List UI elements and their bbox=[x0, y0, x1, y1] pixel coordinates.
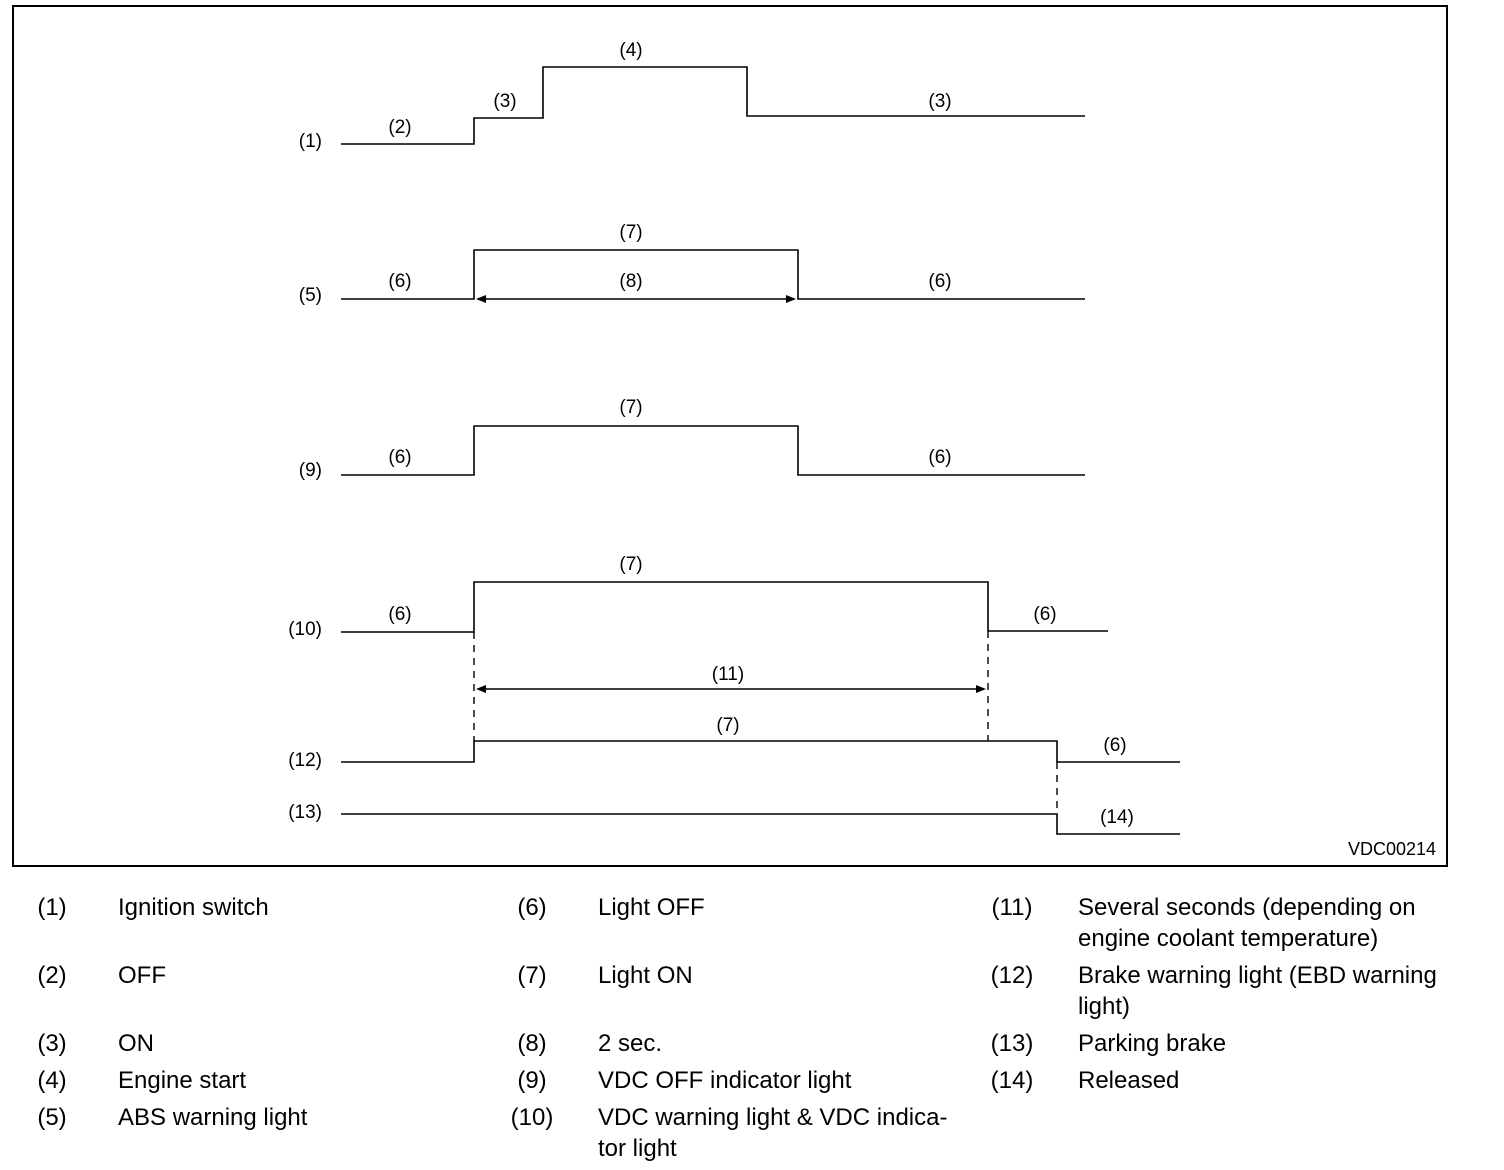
legend-number: (3) bbox=[37, 1030, 67, 1057]
label-abs-off-a: (6) bbox=[388, 271, 411, 292]
label-vdc-warning-off-a: (6) bbox=[388, 604, 411, 625]
row-label-abs: (5) bbox=[299, 285, 322, 306]
parking-brake-signal-line bbox=[341, 813, 1180, 835]
label-ignition-off: (2) bbox=[388, 117, 411, 138]
legend-text: 2 sec. bbox=[598, 1030, 663, 1057]
legend-number: (14) bbox=[990, 1067, 1034, 1094]
label-abs-on: (7) bbox=[619, 222, 642, 243]
label-ignition-on-b: (3) bbox=[928, 91, 951, 112]
label-vdc-warning-on: (7) bbox=[619, 554, 642, 575]
label-vdc-off-off-a: (6) bbox=[388, 447, 411, 468]
diagram-frame bbox=[12, 5, 1448, 867]
legend-number: (1) bbox=[37, 894, 67, 921]
abs-arrowhead-right bbox=[786, 295, 796, 303]
legend-text: Released bbox=[1078, 1067, 1180, 1094]
label-vdc-off-on: (7) bbox=[619, 397, 642, 418]
abs-arrowhead-left bbox=[476, 295, 486, 303]
legend-text: OFF bbox=[118, 962, 166, 989]
label-abs-off-b: (6) bbox=[928, 271, 951, 292]
legend-number: (13) bbox=[990, 1030, 1034, 1057]
label-parking-released: (14) bbox=[1100, 807, 1134, 828]
label-vdc-off-off-b: (6) bbox=[928, 447, 951, 468]
legend-text: Engine start bbox=[118, 1067, 247, 1094]
abs-signal-line bbox=[341, 249, 1085, 300]
label-ignition-start: (4) bbox=[619, 40, 642, 61]
legend-number: (11) bbox=[991, 894, 1033, 921]
legend-text: ABS warning light bbox=[118, 1104, 308, 1131]
legend-number: (2) bbox=[37, 962, 67, 989]
legend-text: Light ON bbox=[598, 962, 693, 989]
timing-diagram: (1) (2) (3) (4) (3) (5) (6) (7) (8) (6) … bbox=[12, 5, 1448, 867]
vdc-warning-arrowhead-right bbox=[976, 685, 986, 693]
ignition-signal-line bbox=[341, 66, 1085, 145]
legend-number: (12) bbox=[990, 962, 1034, 989]
figure-code: VDC00214 bbox=[1348, 839, 1436, 859]
legend-number: (4) bbox=[37, 1067, 67, 1094]
legend-text: VDC warning light & VDC indica- tor ligh… bbox=[598, 1104, 948, 1162]
row-label-parking-brake: (13) bbox=[288, 802, 322, 823]
brake-warning-signal-line bbox=[341, 740, 1180, 763]
row-label-vdc-off: (9) bbox=[299, 460, 322, 481]
vdc-warning-signal-line bbox=[341, 581, 1108, 633]
label-abs-duration: (8) bbox=[619, 271, 642, 292]
legend-text: VDC OFF indicator light bbox=[598, 1067, 852, 1094]
label-vdc-warning-off-b: (6) bbox=[1033, 604, 1056, 625]
row-label-ignition: (1) bbox=[299, 131, 322, 152]
legend-number: (10) bbox=[510, 1104, 554, 1131]
legend-text: Brake warning light (EBD warning light) bbox=[1078, 962, 1437, 1020]
label-brake-on: (7) bbox=[716, 715, 739, 736]
label-ignition-on-a: (3) bbox=[493, 91, 516, 112]
vdc-warning-arrowhead-left bbox=[476, 685, 486, 693]
row-label-vdc-warning: (10) bbox=[288, 619, 322, 640]
legend: (1) Ignition switch (2) OFF (3) ON (4) E… bbox=[0, 888, 1504, 1170]
legend-number: (7) bbox=[517, 962, 547, 989]
label-vdc-warning-duration: (11) bbox=[712, 664, 744, 685]
legend-number: (9) bbox=[517, 1067, 547, 1094]
legend-text: Light OFF bbox=[598, 894, 705, 921]
legend-text: Parking brake bbox=[1078, 1030, 1227, 1057]
row-label-brake-warning: (12) bbox=[288, 750, 322, 771]
vdc-off-signal-line bbox=[341, 425, 1085, 476]
legend-number: (6) bbox=[517, 894, 547, 921]
legend-number: (5) bbox=[37, 1104, 67, 1131]
legend-text: Ignition switch bbox=[118, 894, 269, 921]
label-brake-off: (6) bbox=[1103, 735, 1126, 756]
legend-number: (8) bbox=[517, 1030, 547, 1057]
legend-text: ON bbox=[118, 1030, 154, 1057]
legend-text: Several seconds (depending on engine coo… bbox=[1078, 894, 1416, 952]
